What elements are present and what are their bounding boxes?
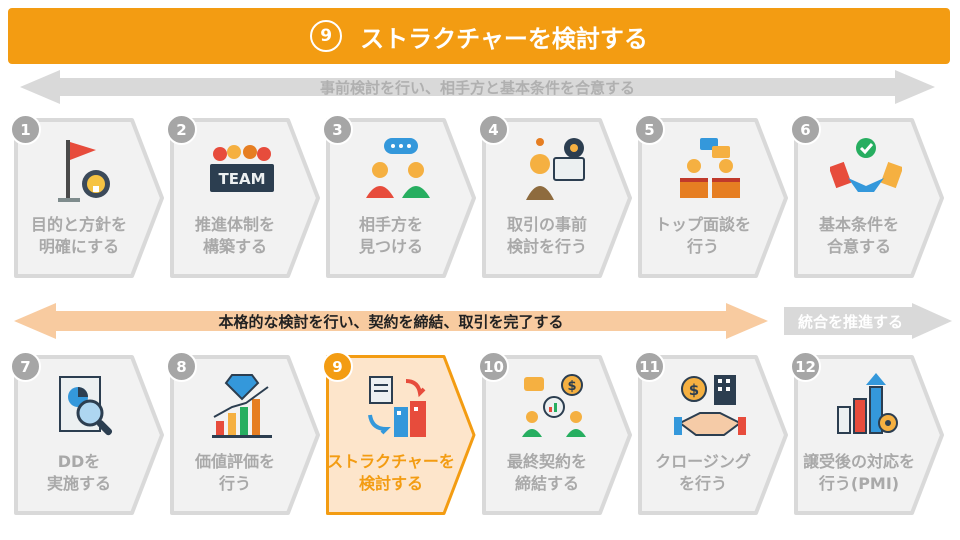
title-step-number: 9 <box>310 20 343 52</box>
step-card-10: $ 10 最終契約を 締結する <box>478 351 632 515</box>
step-label: 最終契約を 締結する <box>482 451 612 495</box>
step-card-shape <box>14 355 164 515</box>
step-label-line1: 譲受後の対応を <box>802 452 915 471</box>
page-title: ストラクチャーを検討する <box>360 24 648 53</box>
step-label-line1: クロージング <box>655 452 751 471</box>
structure-icon <box>362 371 434 443</box>
step-card-11: $ 11 クロージング を行う <box>634 351 788 515</box>
step-card-12: 12 譲受後の対応を 行う(PMI) <box>790 351 944 515</box>
step-number-badge: 9 <box>322 351 353 382</box>
step-number-badge: 10 <box>478 351 509 382</box>
phase-arrow-top: 事前検討を行い、相手方と基本条件を合意する <box>20 70 935 104</box>
step-card-3: 3 相手方を 見つける <box>322 114 476 278</box>
conversation-icon <box>362 134 434 206</box>
closing-icon: $ <box>674 371 746 443</box>
step-number-badge: 2 <box>166 114 197 145</box>
svg-text:$: $ <box>567 379 576 394</box>
step-label-line2: 明確にする <box>38 237 120 256</box>
phase-label-top: 事前検討を行い、相手方と基本条件を合意する <box>319 78 635 97</box>
step-label: 推進体制を 構築する <box>170 214 300 258</box>
step-card-6: 6 基本条件を 合意する <box>790 114 944 278</box>
step-number-badge: 5 <box>634 114 665 145</box>
step-card-shape <box>482 118 632 278</box>
step-label-line2: 見つける <box>358 237 423 256</box>
step-label-line1: 相手方を <box>358 215 423 234</box>
step-card-shape <box>794 118 944 278</box>
page-title-bar: 9 ストラクチャーを検討する <box>8 8 950 64</box>
phase-label-middle: 本格的な検討を行い、契約を締結、取引を完了する <box>218 312 564 331</box>
step-label: 譲受後の対応を 行う(PMI) <box>794 451 924 495</box>
step-label-line2: 構築する <box>202 237 267 256</box>
step-card-shape <box>14 118 164 278</box>
step-label-line2: 合意する <box>826 237 891 256</box>
step-number-badge: 6 <box>790 114 821 145</box>
step-number-badge: 1 <box>10 114 41 145</box>
step-number-badge: 3 <box>322 114 353 145</box>
step-card-5: 5 トップ面談を 行う <box>634 114 788 278</box>
step-label: ストラクチャーを 検討する <box>326 451 456 495</box>
svg-text:TEAM: TEAM <box>218 170 265 188</box>
step-label-line2: 行う(PMI) <box>818 474 900 493</box>
step-card-shape <box>482 355 632 515</box>
step-label-line2: 検討する <box>358 474 423 493</box>
step-label: 価値評価を 行う <box>170 451 300 495</box>
step-label-line2: 行う <box>218 474 251 493</box>
goal-flag-icon <box>50 134 122 206</box>
step-label-line2: 検討を行う <box>506 237 587 256</box>
step-card-2: TEAM 2 推進体制を 構築する <box>166 114 320 278</box>
step-number-badge: 7 <box>10 351 41 382</box>
step-label-line1: トップ面談を <box>654 215 751 234</box>
step-label-line1: 目的と方針を <box>30 215 127 234</box>
step-label: クロージング を行う <box>638 451 768 495</box>
step-label-line1: 基本条件を <box>818 215 899 234</box>
team-icon: TEAM <box>206 134 278 206</box>
step-label: DDを 実施する <box>14 451 144 495</box>
step-label: 目的と方針を 明確にする <box>14 214 144 258</box>
step-label-line1: 価値評価を <box>194 452 275 471</box>
step-label: 取引の事前 検討を行う <box>482 214 612 258</box>
valuation-icon <box>206 371 278 443</box>
step-card-9: 9 ストラクチャーを 検討する <box>322 351 476 515</box>
step-label-line2: を行う <box>678 474 727 493</box>
step-label-line1: 最終契約を <box>506 452 587 471</box>
step-label: 相手方を 見つける <box>326 214 456 258</box>
step-label-line1: 取引の事前 <box>506 215 587 234</box>
step-number-badge: 8 <box>166 351 197 382</box>
step-card-4: 4 取引の事前 検討を行う <box>478 114 632 278</box>
pmi-icon <box>830 371 902 443</box>
step-card-7: 7 DDを 実施する <box>10 351 164 515</box>
step-card-8: 8 価値評価を 行う <box>166 351 320 515</box>
step-card-shape <box>794 355 944 515</box>
step-number-badge: 11 <box>634 351 665 382</box>
step-label-line2: 実施する <box>46 474 111 493</box>
step-card-shape <box>170 118 320 278</box>
phase-arrow-right: 統合を推進する <box>784 303 952 339</box>
consultant-icon <box>518 134 590 206</box>
handshake-agreement-icon <box>828 134 904 206</box>
phase-arrow-middle: 本格的な検討を行い、契約を締結、取引を完了する <box>14 303 768 339</box>
svg-text:$: $ <box>689 381 699 399</box>
step-label-line2: 行う <box>686 237 719 256</box>
step-number-badge: 4 <box>478 114 509 145</box>
due-diligence-icon <box>50 371 122 443</box>
step-label-line2: 締結する <box>514 474 579 493</box>
step-number-badge: 12 <box>790 351 821 382</box>
step-card-1: 1 目的と方針を 明確にする <box>10 114 164 278</box>
step-card-shape <box>326 118 476 278</box>
step-label-line1: 推進体制を <box>194 215 275 234</box>
step-label: 基本条件を 合意する <box>794 214 924 258</box>
step-label-line1: ストラクチャーを <box>327 452 455 471</box>
phase-label-right: 統合を推進する <box>798 312 904 331</box>
step-label: トップ面談を 行う <box>638 214 768 258</box>
meeting-icon <box>674 134 746 206</box>
contract-icon: $ <box>518 371 590 443</box>
step-label-line1: DDを <box>57 452 101 471</box>
